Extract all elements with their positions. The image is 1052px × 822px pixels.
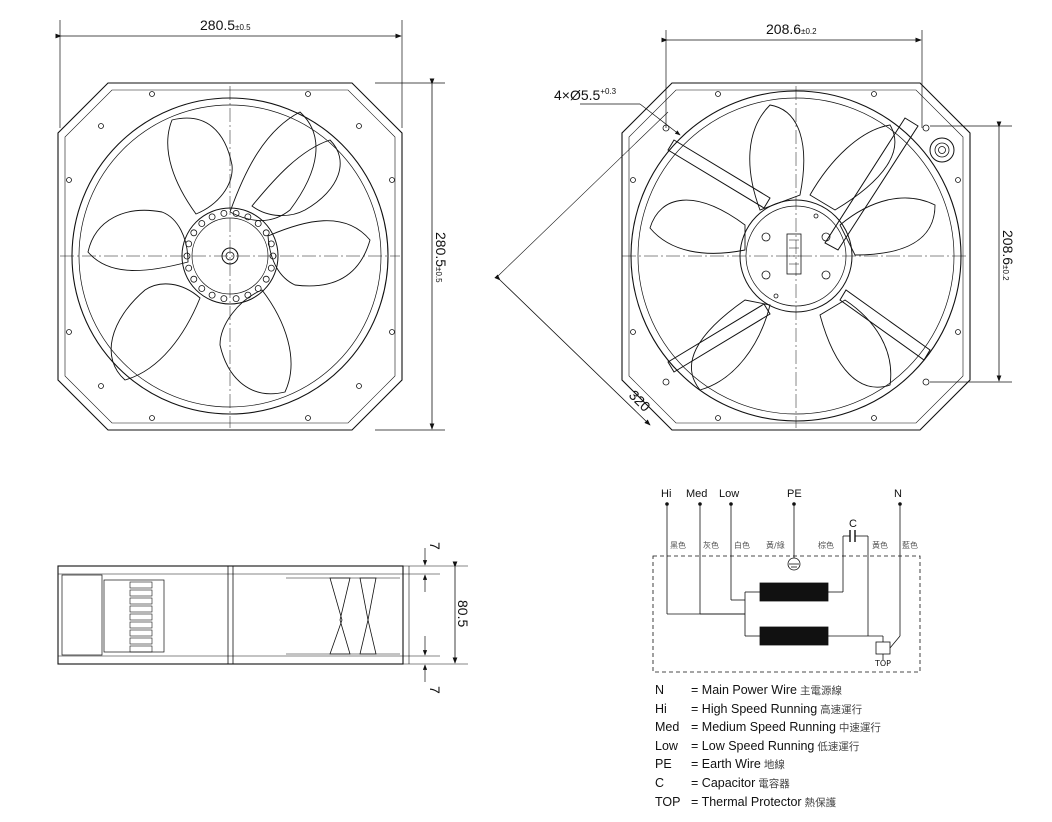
legend-cn: 地線: [763, 759, 785, 772]
terminal-block: [129, 597, 153, 605]
front-width-dim: 280.5±0.5: [200, 17, 251, 33]
hub-hole: [183, 252, 191, 260]
legend-desc: Main Power Wire: [701, 683, 797, 697]
hub-hole: [198, 285, 206, 292]
hub-hole: [190, 275, 198, 283]
front-height-dim: 280.5±0.5: [433, 232, 449, 283]
hub-hole: [244, 291, 252, 299]
legend-desc: Thermal Protector: [701, 794, 802, 809]
hub-hole: [185, 240, 193, 248]
hub-hole: [208, 291, 216, 299]
terminal-block: [129, 605, 153, 613]
legend-eq: =: [691, 683, 699, 697]
rear-height-dim: 208.6±0.2: [1000, 230, 1016, 281]
hub-hole: [267, 240, 275, 248]
hub-hole: [262, 229, 270, 237]
hub-hole: [220, 295, 228, 303]
terminal-block: [129, 613, 153, 621]
legend-cn: 熱保護: [804, 796, 837, 809]
hub-hole: [267, 264, 275, 272]
terminal-block: [129, 637, 153, 645]
terminal-block: [129, 581, 153, 589]
hub-hole: [185, 264, 193, 272]
rear-view: [494, 30, 1012, 431]
terminal-block: [129, 645, 153, 653]
wire-color-hi: 黑色: [670, 540, 686, 550]
flange-bottom-dim: 7: [427, 686, 443, 694]
hub-hole: [190, 229, 198, 237]
legend-key: Hi: [655, 701, 667, 716]
legend-key: PE: [655, 757, 672, 772]
hub-hole: [244, 213, 252, 221]
hub-hole: [198, 220, 206, 227]
legend-cn: 高速運行: [820, 703, 863, 716]
legend-eq: =: [691, 775, 699, 790]
hub-hole: [254, 285, 262, 292]
legend-desc: Capacitor: [701, 775, 756, 790]
legend-cn: 低速運行: [817, 740, 860, 753]
hub-hole: [208, 213, 216, 221]
legend-key: N: [655, 683, 665, 697]
wire-color-n: 藍色: [902, 540, 918, 550]
flange-top-dim: 7: [427, 542, 443, 550]
hub-hole: [220, 209, 228, 217]
legend-eq: =: [691, 720, 699, 735]
legend-cn: 電容器: [758, 777, 790, 790]
legend-desc: Earth Wire: [701, 757, 761, 772]
legend-cn: 中速運行: [838, 722, 881, 735]
wiring-diagram: [652, 502, 921, 673]
legend-key: Low: [655, 738, 678, 753]
legend-eq: =: [691, 738, 699, 753]
terminal-n: N: [894, 488, 902, 500]
hub-hole: [254, 220, 262, 227]
depth-dim: 80.5: [455, 600, 471, 627]
terminal-pe: PE: [787, 488, 802, 500]
legend-desc: High Speed Running: [701, 701, 818, 716]
hub-hole: [232, 295, 240, 303]
legend-key: Med: [655, 720, 680, 735]
terminal-med: Med: [686, 488, 707, 500]
terminal-block: [129, 621, 153, 629]
wire-color-brown: 棕色: [818, 540, 834, 550]
hub-hole: [262, 275, 270, 283]
hub-hole: [232, 209, 240, 217]
wire-color-med: 灰色: [703, 540, 719, 550]
legend-eq: =: [691, 757, 699, 772]
legend-eq: =: [691, 794, 699, 809]
legend-desc: Low Speed Running: [701, 738, 815, 753]
hole-spec: 4×Ø5.5+0.3: [554, 87, 617, 103]
hub-hole: [269, 252, 277, 260]
legend-key: TOP: [655, 794, 681, 809]
legend-cn: 主電源線: [799, 685, 842, 697]
wire-color-pe: 黃/綠: [766, 540, 785, 550]
legend-eq: =: [691, 701, 699, 716]
terminal-block: [129, 589, 153, 597]
terminal-hi: Hi: [661, 488, 671, 500]
side-view: [57, 548, 468, 682]
terminal-block: [129, 629, 153, 637]
top-label: TOP: [874, 659, 891, 668]
rear-width-dim: 208.6±0.2: [766, 21, 817, 37]
capacitor-label: C: [849, 518, 857, 530]
wire-color-yellow: 黃色: [872, 540, 888, 550]
terminal-low: Low: [719, 488, 739, 500]
front-view: [55, 20, 445, 431]
legend-desc: Medium Speed Running: [701, 720, 836, 735]
diagonal-dim: 320: [626, 387, 654, 415]
legend-key: C: [655, 775, 665, 790]
wire-color-low: 白色: [734, 540, 750, 550]
